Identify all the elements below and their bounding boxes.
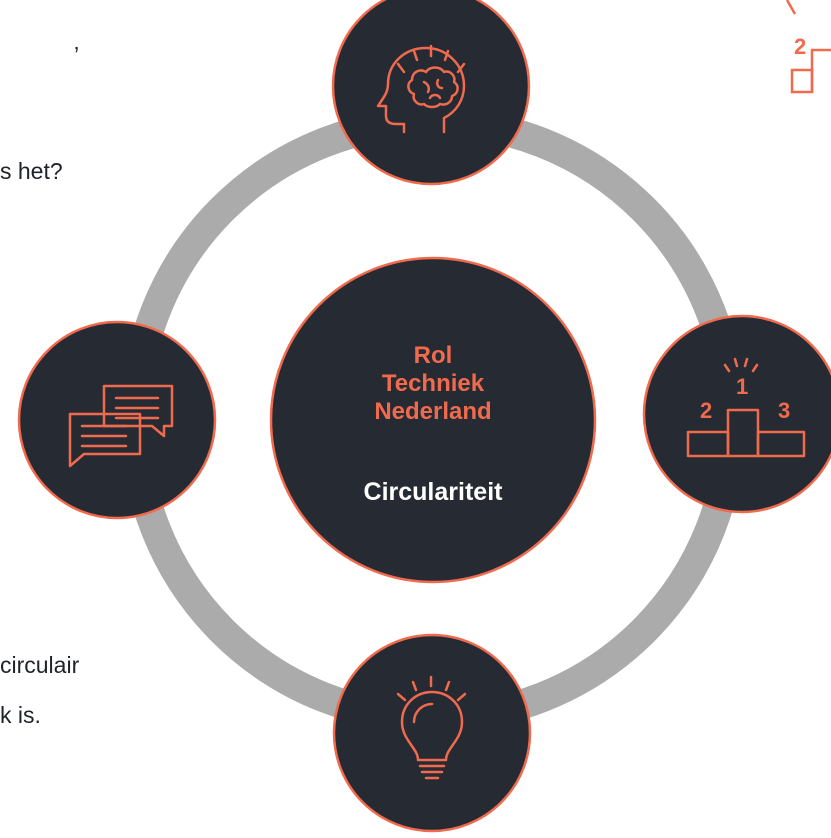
center-subtitle: Circulariteit [363, 478, 503, 506]
lightbulb-icon [396, 675, 467, 780]
center-title-line2: Techniek [381, 370, 485, 397]
center-title-line1: Rol [413, 342, 453, 369]
text-fragment-question: s het? [0, 158, 63, 184]
brain-icon [376, 44, 466, 134]
podium-rank-2: 2 [700, 398, 713, 423]
center-circle [269, 256, 597, 584]
text-fragment-comma: ’ [74, 42, 80, 68]
podium-rank-3: 3 [778, 398, 791, 423]
center-title-line3: Nederland [374, 398, 492, 425]
node-bottom [332, 633, 532, 833]
text-fragment-circulair: circulair [0, 652, 80, 678]
podium-icon [686, 357, 806, 458]
node-top [331, 0, 531, 186]
chat-bubbles-icon [68, 384, 174, 468]
corner-podium-rank-2: 2 [794, 34, 807, 59]
corner-podium-icon [785, 0, 831, 94]
node-left [17, 320, 217, 520]
node-right [642, 314, 831, 514]
podium-rank-1: 1 [736, 374, 749, 399]
text-fragment-is: k is. [0, 702, 41, 728]
